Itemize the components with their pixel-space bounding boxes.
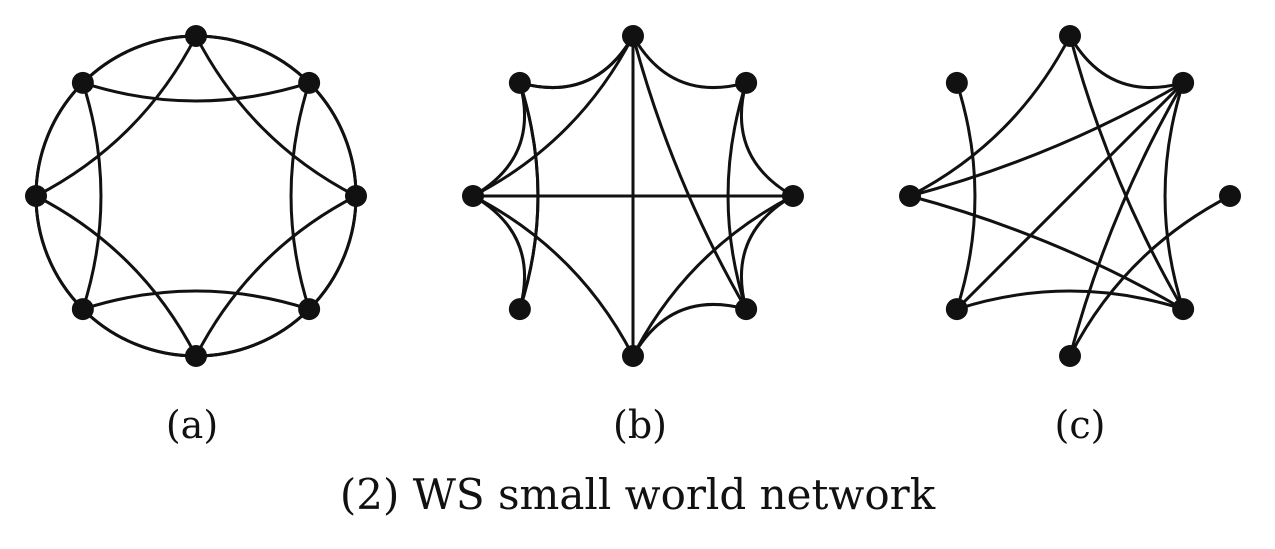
edge-0-1 (194, 34, 311, 85)
node-1 (298, 71, 321, 94)
node-7 (508, 71, 531, 94)
edge-1-5 (955, 81, 1185, 311)
edge-6-0 (34, 34, 198, 198)
edge-5-3 (955, 289, 1185, 311)
node-6 (462, 185, 484, 207)
node-7 (945, 71, 968, 94)
edge-6-3 (908, 194, 1185, 311)
edge-7-0 (518, 34, 635, 90)
edge-1-2 (739, 81, 795, 198)
edge-4-6 (34, 194, 198, 358)
edge-2-4 (631, 194, 795, 358)
edge-3-4 (194, 307, 311, 358)
node-7 (71, 71, 94, 94)
node-6 (899, 185, 921, 207)
node-1 (1172, 71, 1195, 94)
edge-0-2 (194, 34, 358, 198)
edge-5-7 (81, 81, 103, 311)
edge-5-6 (471, 194, 527, 311)
edge-0-6 (471, 34, 635, 198)
edge-5-6 (34, 194, 85, 311)
edge-1-3 (289, 81, 311, 311)
edge-0-6 (908, 34, 1072, 198)
node-0 (622, 25, 644, 47)
edge-6-7 (471, 81, 527, 198)
edge-7-1 (81, 81, 311, 103)
panel-b-label: (b) (613, 403, 667, 447)
edge-0-1 (631, 34, 748, 90)
edge-0-3 (631, 34, 748, 311)
edge-0-7 (518, 34, 635, 90)
edge-3-4 (631, 302, 748, 358)
node-3 (298, 298, 321, 321)
node-3 (735, 298, 758, 321)
node-4 (185, 345, 207, 367)
panel-a-ring-lattice (25, 25, 367, 367)
edge-6-4 (471, 194, 635, 358)
node-5 (71, 298, 94, 321)
edge-7-0 (81, 34, 198, 85)
edge-4-5 (81, 307, 198, 358)
edge-1-2 (307, 81, 358, 198)
edge-3-5 (81, 289, 311, 311)
node-3 (1172, 298, 1195, 321)
edge-7-5 (518, 81, 540, 311)
edge-1-4 (1068, 81, 1185, 358)
edge-2-3 (307, 194, 358, 311)
edge-1-6 (908, 81, 1185, 198)
node-4 (1059, 345, 1081, 367)
edge-0-3 (1068, 34, 1185, 311)
node-5 (945, 298, 968, 321)
edge-2-4 (194, 194, 358, 358)
node-0 (1059, 25, 1081, 47)
node-2 (345, 185, 367, 207)
figure-caption: (2) WS small world network (339, 470, 936, 519)
edge-2-4 (1068, 194, 1232, 358)
node-2 (1219, 185, 1241, 207)
edge-7-5 (955, 81, 977, 311)
edge-1-3 (1163, 81, 1185, 311)
node-6 (25, 185, 47, 207)
edge-0-1 (1068, 34, 1185, 90)
node-2 (782, 185, 804, 207)
panel-b-partially-rewired-network (462, 25, 804, 367)
panel-a-label: (a) (165, 403, 219, 447)
node-5 (508, 298, 531, 321)
node-0 (185, 25, 207, 47)
node-4 (622, 345, 644, 367)
node-1 (735, 71, 758, 94)
edge-6-7 (34, 81, 85, 198)
panel-c-random-network (899, 25, 1241, 367)
panel-c-label: (c) (1054, 403, 1106, 447)
edge-2-3 (739, 194, 795, 311)
